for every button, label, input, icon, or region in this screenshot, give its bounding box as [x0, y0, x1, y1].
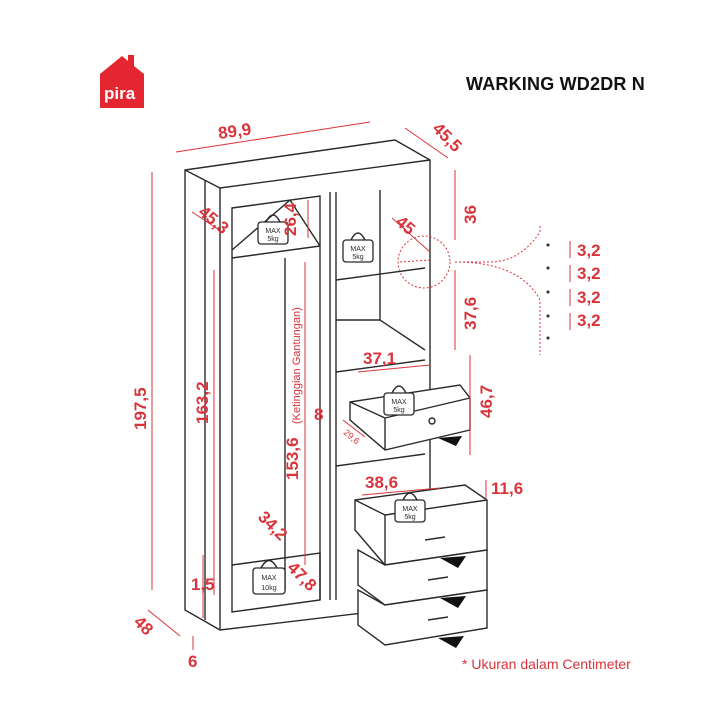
- dim-upper-drawer-width: 37,1: [363, 349, 396, 368]
- hanging-label: (Ketinggian Gantungan): [291, 307, 303, 424]
- dim-hole-spacing: 3,2: [577, 288, 601, 307]
- dim-base-depth: 48: [130, 612, 157, 639]
- svg-text:MAX: MAX: [391, 399, 407, 406]
- weight-icon: MAX 10kg: [252, 559, 286, 595]
- svg-text:5kg: 5kg: [404, 514, 415, 521]
- unit-note: * Ukuran dalam Centimeter: [462, 656, 631, 672]
- dim-hanging-height: 153,6: [283, 437, 302, 480]
- dim-plinth: 1,5: [191, 575, 215, 594]
- dim-lower-drawer-width: 38,6: [365, 473, 398, 492]
- upper-drawer: [349, 384, 471, 451]
- logo-text: pira: [104, 84, 136, 103]
- weight-icon: MAX 5kg: [342, 232, 374, 263]
- svg-text:5kg: 5kg: [267, 236, 278, 243]
- dimension-lines: [147, 121, 571, 650]
- dim-height: 197,5: [131, 387, 150, 430]
- dim-hanging-total: 163,2: [193, 381, 212, 424]
- weight-icon: MAX 5kg: [394, 492, 426, 523]
- dim-upper-drawer-front: 8: [314, 405, 323, 424]
- svg-text:MAX: MAX: [261, 575, 277, 582]
- dim-upper-drawer-height: 46,7: [477, 385, 496, 418]
- dim-width: 89,9: [217, 120, 252, 143]
- svg-text:MAX: MAX: [265, 228, 281, 235]
- svg-text:5kg: 5kg: [352, 254, 363, 261]
- dim-right-top-space: 36: [461, 205, 480, 224]
- weight-icon: MAX 5kg: [257, 214, 289, 245]
- svg-text:5kg: 5kg: [393, 407, 404, 414]
- dim-left-top-shelf: 26,4: [281, 202, 300, 236]
- dim-hole-spacing: 3,2: [577, 241, 601, 260]
- svg-text:MAX: MAX: [402, 506, 418, 513]
- dim-base-height: 6: [188, 652, 197, 671]
- dim-hole-spacing: 3,2: [577, 264, 601, 283]
- dim-hole-spacing: 3,2: [577, 311, 601, 330]
- svg-text:10kg: 10kg: [261, 585, 276, 592]
- hole-dots: [546, 243, 550, 340]
- weight-icon: MAX 5kg: [383, 385, 415, 416]
- dim-right-mid-space: 37,6: [461, 297, 480, 330]
- product-title: WARKING WD2DR N: [466, 74, 645, 94]
- lower-drawers: [354, 484, 488, 648]
- dim-depth: 45,5: [429, 119, 466, 156]
- svg-text:MAX: MAX: [350, 246, 366, 253]
- dim-lower-drawer-height: 11,6: [491, 479, 523, 498]
- pira-logo: [98, 52, 146, 110]
